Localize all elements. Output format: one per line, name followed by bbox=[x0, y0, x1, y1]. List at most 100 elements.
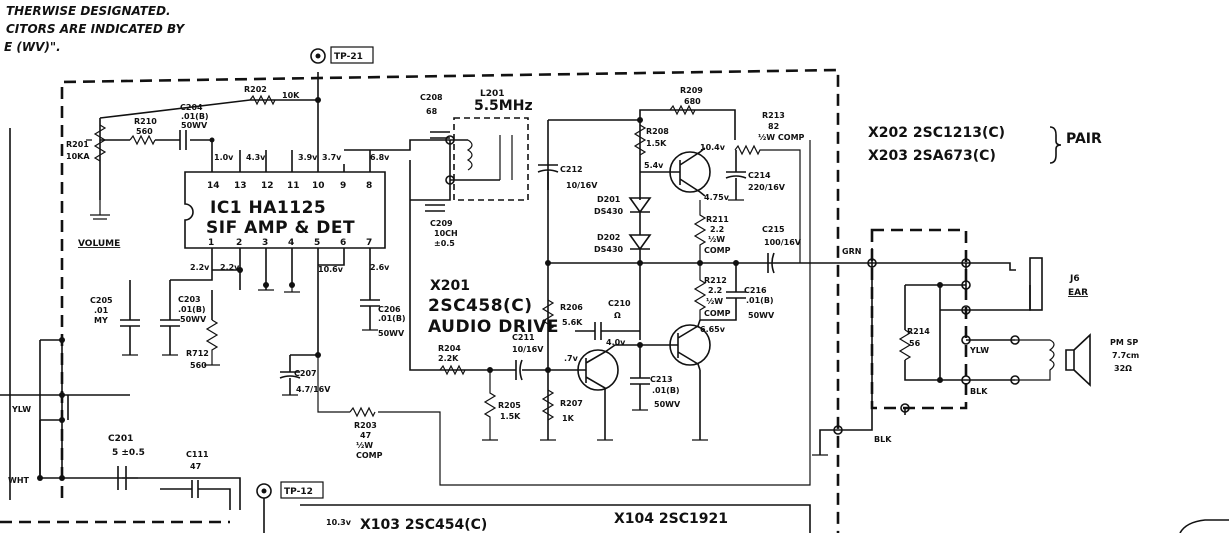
r206-resistor bbox=[541, 299, 555, 331]
r212-value: 2.2 bbox=[708, 286, 722, 295]
volt-10-3: 10.3v bbox=[326, 518, 352, 527]
output-wiring bbox=[819, 248, 1031, 455]
d202-label: D202 bbox=[597, 233, 620, 242]
volt-2-6: 2.6v bbox=[370, 263, 390, 272]
r213-value: 82 bbox=[768, 122, 779, 131]
r201-value: 10KA bbox=[66, 152, 90, 161]
r201-volume-pot bbox=[86, 124, 107, 162]
r213-label: R213 bbox=[762, 111, 785, 120]
r211-label: R211 bbox=[706, 215, 729, 224]
ic1-pin-12: 12 bbox=[261, 181, 274, 191]
d201-part: DS430 bbox=[594, 207, 624, 216]
ic-wiring bbox=[99, 72, 490, 371]
ic1-pin-7: 7 bbox=[366, 238, 372, 248]
note-line-2: CITORS ARE INDICATED BY bbox=[6, 22, 186, 36]
l201-box bbox=[453, 117, 529, 201]
c206-value: .01(B) bbox=[378, 314, 406, 323]
volt-5-4: 5.4v bbox=[644, 161, 664, 170]
volt-4-3: 4.3v bbox=[246, 153, 266, 162]
c207-capacitor bbox=[279, 355, 301, 395]
c209-capacitor bbox=[425, 204, 445, 212]
ic1-pin-11: 11 bbox=[287, 181, 300, 191]
r208-label: R208 bbox=[646, 127, 669, 136]
r212-label: R212 bbox=[704, 276, 727, 285]
r712-value: 560 bbox=[190, 361, 207, 370]
c211-value: 10/16V bbox=[512, 345, 544, 354]
c205-capacitor bbox=[120, 319, 140, 355]
c209-label: C209 bbox=[430, 219, 453, 228]
r712-resistor bbox=[205, 319, 219, 365]
c214-label: C214 bbox=[748, 171, 771, 180]
r214-label: R214 bbox=[907, 327, 930, 336]
l201-coil bbox=[466, 135, 513, 180]
r205-value: 1.5K bbox=[500, 412, 521, 421]
ic1-pin-4: 4 bbox=[288, 238, 294, 248]
ic1-pin-1: 1 bbox=[208, 238, 214, 248]
c206-label: C206 bbox=[378, 305, 401, 314]
ic1-pin-5: 5 bbox=[314, 238, 320, 248]
volt-0-7: .7v bbox=[564, 354, 579, 363]
r210-label: R210 bbox=[134, 117, 157, 126]
ic1-pin-9: 9 bbox=[340, 181, 346, 191]
c207-label: C207 bbox=[294, 369, 317, 378]
r209-label: R209 bbox=[680, 86, 703, 95]
speaker-icon bbox=[1065, 333, 1091, 387]
r209-resistor bbox=[669, 104, 696, 116]
c201-label: C201 bbox=[108, 434, 133, 444]
r212-resistor bbox=[693, 263, 707, 320]
volt-6-65: 6.65v bbox=[700, 325, 726, 334]
c211-label: C211 bbox=[512, 333, 535, 342]
c214-value: 220/16V bbox=[748, 183, 786, 192]
r201-label: R201 bbox=[66, 140, 89, 149]
speaker-label: PM SP bbox=[1110, 338, 1138, 347]
x201-label: X201 bbox=[430, 278, 470, 294]
c205-type: MY bbox=[94, 316, 108, 325]
speaker-size: 7.7cm bbox=[1112, 351, 1139, 360]
pair-brace bbox=[1049, 126, 1062, 164]
r204-resistor bbox=[439, 364, 466, 376]
tp12-label: TP-12 bbox=[284, 487, 313, 497]
d202-diode bbox=[628, 212, 652, 340]
c204-value: .01(B) bbox=[181, 112, 209, 121]
r203-type: COMP bbox=[356, 451, 383, 460]
board-outline bbox=[60, 68, 840, 533]
c210-value: Ω bbox=[614, 311, 621, 320]
r203-label: R203 bbox=[354, 421, 377, 430]
r210-resistor bbox=[129, 134, 156, 146]
c213-value: .01(B) bbox=[652, 386, 680, 395]
c206-capacitor bbox=[360, 299, 380, 330]
r211-resistor bbox=[693, 200, 707, 263]
c204-label: C204 bbox=[180, 103, 203, 112]
r213-resistor bbox=[734, 144, 801, 263]
volt-4-75: 4.75v bbox=[704, 193, 730, 202]
ic1-pins bbox=[211, 164, 371, 258]
tp21-test-point bbox=[310, 48, 326, 64]
c203-label: C203 bbox=[178, 295, 201, 304]
r212-watt: ½W bbox=[706, 296, 723, 306]
j6-function: EAR bbox=[1068, 288, 1088, 298]
c205-value: .01 bbox=[94, 306, 109, 315]
l201-label: L201 bbox=[480, 89, 505, 99]
volt-10-4: 10.4v bbox=[700, 143, 726, 152]
ic1-pin-13: 13 bbox=[234, 181, 247, 191]
c211-capacitor bbox=[490, 359, 575, 381]
earphone-board-outline bbox=[870, 228, 968, 410]
c111-value: 47 bbox=[190, 462, 201, 471]
r205-label: R205 bbox=[498, 401, 521, 410]
r213-rating: ½W COMP bbox=[758, 132, 805, 142]
r203-resistor bbox=[317, 140, 811, 486]
volt-2-2-b: 2.2v bbox=[220, 263, 240, 272]
wire-grn: GRN bbox=[842, 247, 861, 256]
c204-voltage: 50WV bbox=[181, 121, 208, 130]
c111-capacitor bbox=[160, 480, 231, 510]
r712-label: R712 bbox=[186, 349, 209, 358]
speaker-impedance: 32Ω bbox=[1114, 364, 1132, 373]
c208-value: 68 bbox=[426, 107, 438, 116]
j6-ear-jack bbox=[1029, 257, 1043, 311]
r210-value: 560 bbox=[136, 127, 153, 136]
x103-label: X103 2SC454(C) bbox=[360, 517, 487, 533]
r211-type: COMP bbox=[704, 246, 731, 255]
ic1-pin-8: 8 bbox=[366, 181, 372, 191]
volt-3-9: 3.9v bbox=[298, 153, 318, 162]
